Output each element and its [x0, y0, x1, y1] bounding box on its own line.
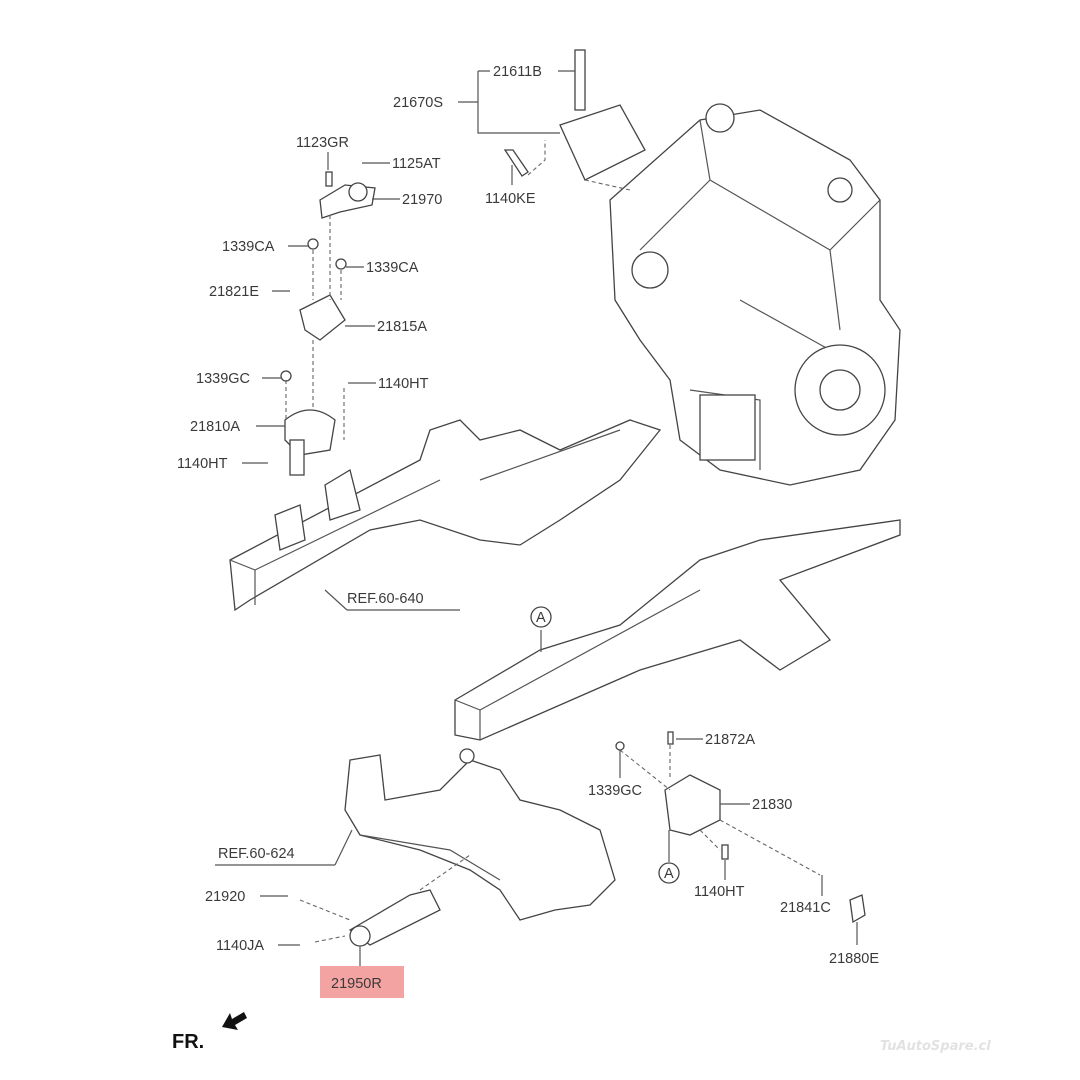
leader-lines — [242, 70, 858, 946]
part-label[interactable]: 21670S — [393, 95, 443, 111]
part-label[interactable]: 1140HT — [694, 884, 745, 900]
part-label[interactable]: 21970 — [402, 192, 442, 208]
front-arrow-icon — [222, 1012, 247, 1030]
part-label[interactable]: 1339GC — [196, 371, 250, 387]
reference-marker-a — [658, 862, 680, 884]
part-label-highlighted[interactable]: 21950R — [331, 976, 382, 992]
part-label[interactable]: 1339CA — [222, 239, 275, 255]
front-frame-60-640 — [229, 419, 662, 612]
part-label[interactable]: 21611B — [493, 64, 542, 80]
part-label[interactable]: 1123GR — [296, 135, 349, 151]
part-label[interactable]: 1125AT — [392, 156, 441, 172]
roll-rod-21950R — [299, 854, 471, 967]
engine-assembly — [609, 103, 901, 486]
front-direction-label: FR. — [172, 1031, 204, 1053]
part-label[interactable]: 1140HT — [177, 456, 228, 472]
part-label[interactable]: 21841C — [780, 900, 831, 916]
reference-label[interactable]: REF.60-624 — [218, 846, 295, 862]
part-label[interactable]: 1339CA — [366, 260, 419, 276]
mount-21830 — [615, 731, 866, 924]
part-label[interactable]: 21880E — [829, 951, 879, 967]
left-mount-stack — [280, 171, 376, 476]
part-label[interactable]: 21920 — [205, 889, 245, 905]
part-label[interactable]: 1339GC — [588, 783, 642, 799]
side-member — [454, 519, 901, 741]
part-label[interactable]: 21810A — [190, 419, 240, 435]
part-labels: 21611B 21670S 1140KE 1123GR 1125AT 21970… — [172, 64, 879, 1053]
part-label[interactable]: 1140HT — [378, 376, 429, 392]
reference-label[interactable]: REF.60-640 — [347, 591, 424, 607]
reference-marker-a — [530, 606, 552, 628]
marker-label: A — [664, 866, 674, 882]
part-label[interactable]: 21821E — [209, 284, 259, 300]
subframe-60-624 — [215, 748, 616, 921]
watermark-text: TuAutoSpare.cl — [880, 1039, 991, 1054]
part-label[interactable]: 21815A — [377, 319, 427, 335]
mount-bracket-21670S — [503, 49, 646, 191]
marker-label: A — [536, 610, 546, 626]
highlighted-part-box — [320, 966, 404, 998]
part-label[interactable]: 21830 — [752, 797, 792, 813]
part-label[interactable]: 1140JA — [216, 938, 264, 954]
part-label[interactable]: 21872A — [705, 732, 755, 748]
part-label[interactable]: 1140KE — [485, 191, 536, 207]
